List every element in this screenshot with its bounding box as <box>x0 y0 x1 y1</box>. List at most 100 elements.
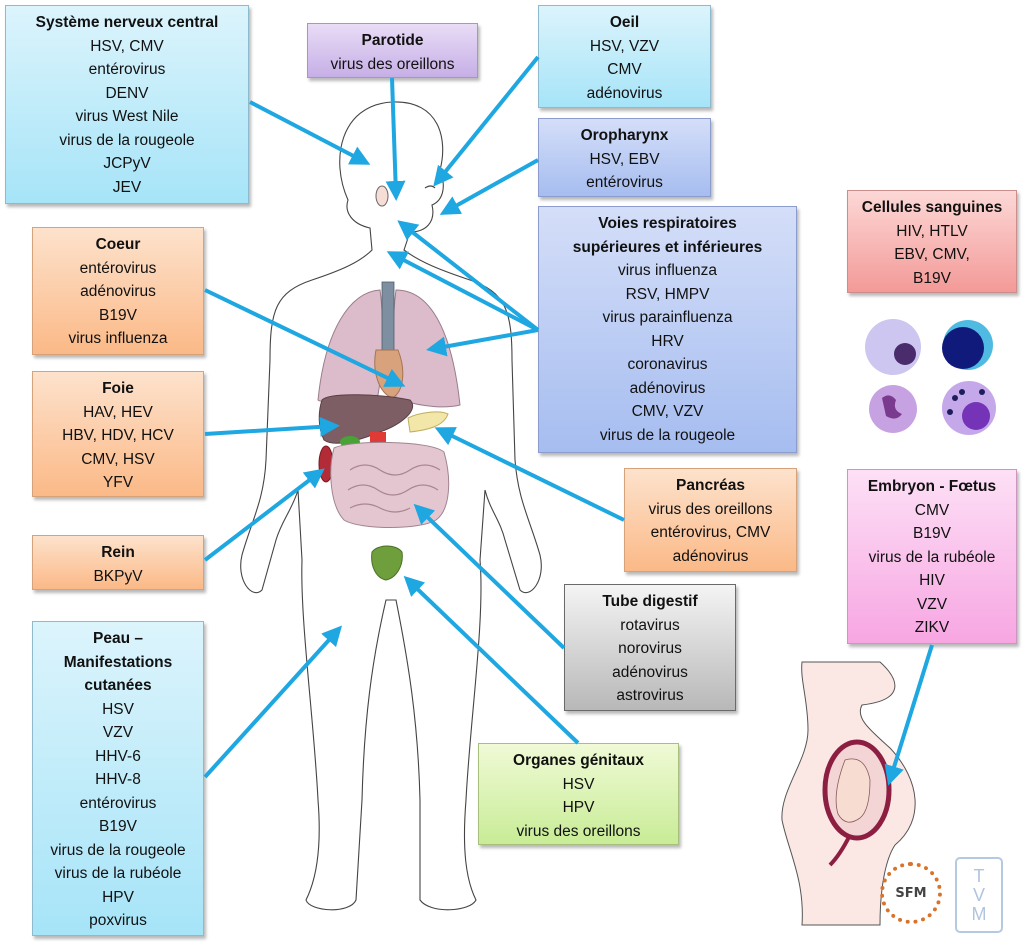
tvm-letter-m: M <box>971 903 987 924</box>
virus-item: HSV, EBV <box>589 150 660 168</box>
box-title: Embryon - Fœtus <box>867 478 997 495</box>
virus-item: JEV <box>112 178 142 196</box>
box-foie: Foie HAV, HEV HBV, HDV, HCV CMV, HSV YFV <box>32 371 204 497</box>
virus-item: entérovirus <box>586 174 663 191</box>
virus-item: EBV, CMV, <box>894 246 970 263</box>
virus-item: norovirus <box>618 640 682 657</box>
box-title-line: supérieures et inférieures <box>572 238 763 256</box>
virus-item: virus des oreillons <box>516 822 641 840</box>
virus-item: virus de la rougeole <box>50 841 186 859</box>
virus-item: B19V <box>99 306 137 324</box>
box-rein: Rein BKPyV <box>32 535 204 590</box>
box-title: Organes génitaux <box>513 752 644 769</box>
granulocyte-cell <box>865 319 921 375</box>
virus-item: HHV-6 <box>95 747 141 765</box>
box-parotide: Parotide virus des oreillons <box>307 23 478 78</box>
box-title-line: Manifestations <box>63 653 173 671</box>
virus-item: adénovirus <box>629 379 706 397</box>
box-title-line: Peau – <box>93 630 143 647</box>
virus-item: entérovirus <box>88 61 166 78</box>
virus-item: adénovirus <box>80 283 156 300</box>
virus-item: BKPyV <box>93 567 143 585</box>
virus-item: adénovirus <box>586 84 663 102</box>
virus-item: virus parainfluenza <box>602 309 733 326</box>
tvm-letter-t: T <box>973 865 985 886</box>
virus-item: coronavirus <box>627 356 708 373</box>
virus-item: B19V <box>99 818 137 835</box>
virus-item: HRV <box>651 332 684 350</box>
birth-canal <box>828 834 852 867</box>
virus-item: HHV-8 <box>95 771 141 788</box>
virus-item: ZIKV <box>914 619 950 636</box>
box-title: Oropharynx <box>580 127 669 144</box>
basophil-cell <box>942 381 996 435</box>
box-title: Système nerveux central <box>35 14 219 31</box>
pancreas <box>407 411 449 433</box>
sfm-logo-text: SFM <box>895 885 927 901</box>
lymphocyte-cell <box>942 320 993 370</box>
virus-item: rotavirus <box>620 616 680 634</box>
box-pancreas: Pancréas virus des oreillons entérovirus… <box>624 468 797 572</box>
box-systeme-nerveux-central: Système nerveux central HSV, CMV entérov… <box>5 5 249 204</box>
box-oropharynx: Oropharynx HSV, EBV entérovirus <box>538 118 711 197</box>
box-title-line: cutanées <box>84 677 152 694</box>
box-title: Cellules sanguines <box>861 199 1003 216</box>
box-tube-digestif: Tube digestif rotavirus norovirus adénov… <box>564 584 736 711</box>
box-organes-genitaux: Organes génitaux HSV HPV virus des oreil… <box>478 743 679 845</box>
virus-item: HIV <box>919 572 945 589</box>
virus-item: virus de la rubéole <box>868 548 996 566</box>
tvm-letter-v: V <box>972 884 985 905</box>
box-cellules-sanguines: Cellules sanguines HIV, HTLV EBV, CMV, B… <box>847 190 1017 293</box>
virus-item: VZV <box>916 595 948 613</box>
virus-item: B19V <box>913 525 951 542</box>
virus-item: virus de la rougeole <box>59 131 195 149</box>
virus-item: DENV <box>105 84 149 102</box>
virus-item: HSV, VZV <box>589 37 660 55</box>
virus-item: RSV, HMPV <box>625 285 710 303</box>
virus-item: virus West Nile <box>75 108 179 125</box>
box-coeur: Coeur entérovirus adénovirus B19V virus … <box>32 227 204 355</box>
virus-item: entérovirus <box>79 794 157 812</box>
uterus <box>371 545 403 581</box>
fetus <box>835 758 871 823</box>
box-oeil: Oeil HSV, VZV CMV adénovirus <box>538 5 711 108</box>
virus-item: virus influenza <box>68 330 168 347</box>
virus-item: CMV <box>914 501 950 519</box>
box-title: Oeil <box>609 14 640 31</box>
sfm-logo: SFM <box>880 862 942 924</box>
virus-item: HPV <box>562 799 595 816</box>
virus-item: entérovirus <box>79 259 157 277</box>
virus-item: HPV <box>102 888 134 906</box>
box-embryon-foetus: Embryon - Fœtus CMV B19V virus de la rub… <box>847 469 1017 644</box>
virus-item: HBV, HDV, HCV <box>62 427 174 444</box>
monocyte-cell <box>869 385 917 433</box>
bowel-loops <box>347 464 441 513</box>
virus-item: HSV <box>562 775 595 793</box>
box-title: Tube digestif <box>602 593 698 610</box>
box-title: Foie <box>102 380 134 397</box>
box-title: Rein <box>101 544 135 561</box>
box-title-line: Voies respiratoires <box>598 215 737 232</box>
virus-item: CMV, VZV <box>631 403 704 420</box>
box-peau: Peau – Manifestations cutanées HSV VZV H… <box>32 621 204 936</box>
virus-item: entérovirus, CMV <box>650 524 771 541</box>
box-title: Coeur <box>95 236 141 253</box>
virus-item: adénovirus <box>672 547 749 565</box>
virus-item: virus de la rubéole <box>54 865 182 882</box>
virus-item: HSV, CMV <box>90 37 164 55</box>
virus-item: VZV <box>102 724 134 741</box>
virus-item: JCPyV <box>103 155 151 172</box>
virus-item: virus des oreillons <box>330 55 455 73</box>
virus-item: virus des oreillons <box>648 500 773 518</box>
virus-item: virus de la rougeole <box>599 426 736 444</box>
virus-item: HSV <box>102 700 134 718</box>
virus-item: virus influenza <box>617 262 718 279</box>
box-title: Pancréas <box>676 477 745 494</box>
virus-item: astrovirus <box>616 687 684 704</box>
box-title: Parotide <box>361 32 424 49</box>
virus-item: HIV, HTLV <box>896 222 968 240</box>
virus-item: HAV, HEV <box>83 403 153 421</box>
